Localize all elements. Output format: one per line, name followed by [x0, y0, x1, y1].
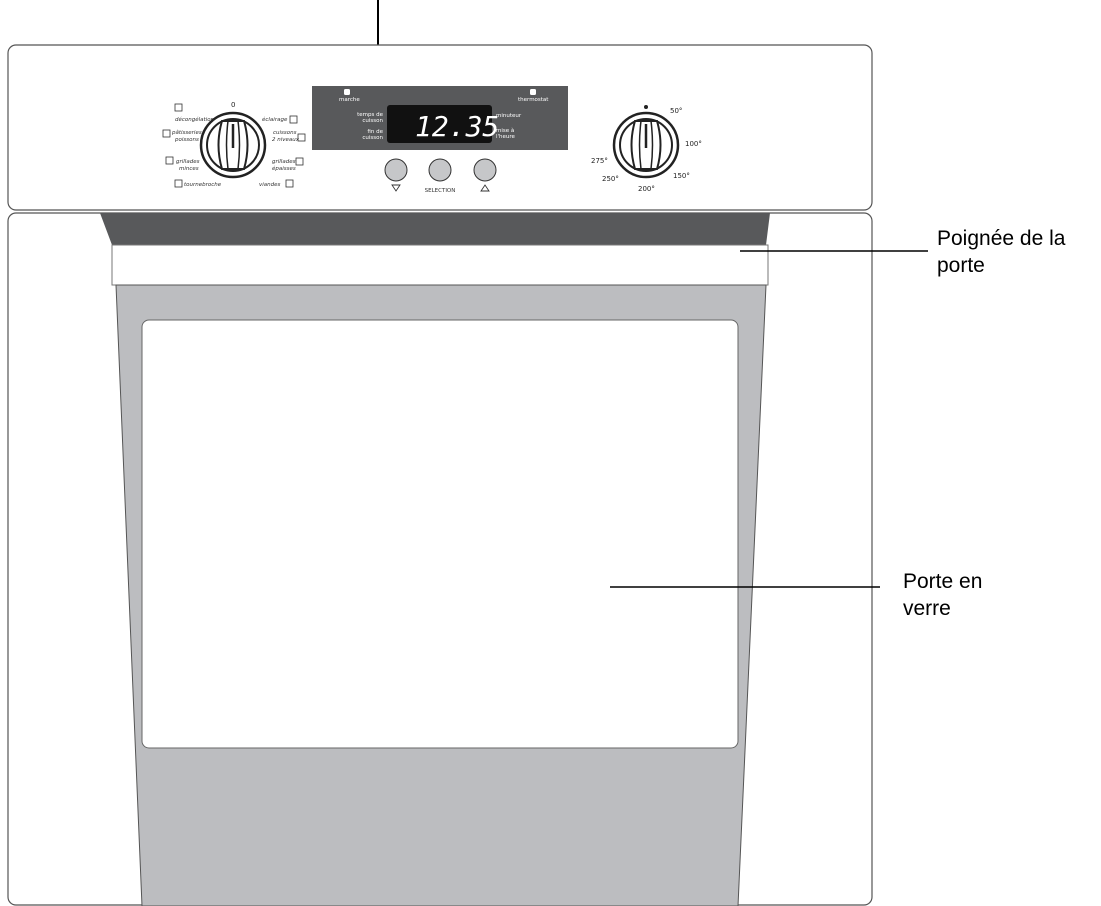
down-triangle-icon [391, 184, 401, 192]
mode-dial[interactable]: 0 décongélation éclairage pâtisseries po… [162, 101, 306, 188]
temp-label: 50° [670, 107, 682, 115]
glass-door-label: Porte en verre [903, 570, 983, 620]
up-triangle-icon [480, 184, 490, 192]
selection-label: SELECTION [425, 188, 456, 194]
marche-indicator [344, 89, 350, 95]
mode-label: cuissons [273, 130, 297, 136]
door-top-band [100, 213, 770, 245]
mode-icons [162, 103, 306, 188]
temp-label: 200° [638, 185, 655, 193]
selection-button[interactable] [428, 158, 452, 182]
marche-label: marche [339, 97, 360, 103]
mode-label: 2 niveaux [272, 137, 300, 143]
oven-window [141, 319, 739, 749]
mode-label: épaisses [272, 165, 296, 172]
lcd-screen [387, 105, 492, 143]
temp-label: 100° [685, 140, 702, 148]
display-label: fin de [367, 129, 383, 135]
dial-zero-label: 0 [231, 101, 235, 109]
display-label: cuisson [362, 135, 383, 141]
mode-label: viandes [259, 182, 281, 188]
temp-label: 150° [673, 172, 690, 180]
mode-label: grillades [272, 159, 296, 165]
thermostat-label: thermostat [518, 97, 549, 103]
mode-label: grillades [176, 159, 200, 165]
mode-label: éclairage [262, 116, 288, 123]
up-button[interactable] [473, 158, 497, 182]
door-handle-label: Poignée de la porte [937, 227, 1066, 277]
mode-label: pâtisseries [171, 129, 202, 136]
mode-label: tournebroche [184, 182, 222, 188]
display-label: temps de [357, 112, 383, 118]
temp-label: 275° [591, 157, 608, 165]
temperature-dial[interactable]: 50° 100° 150° 200° 250° 275° [591, 105, 702, 193]
clock-time: 12.35 [415, 110, 499, 143]
display-label: mise à [496, 127, 514, 134]
thermostat-indicator [530, 89, 536, 95]
display-label: minuteur [496, 113, 522, 119]
down-button[interactable] [384, 158, 408, 182]
mode-label: poissons [174, 137, 199, 143]
mode-label: minces [179, 166, 199, 172]
display-label: l'heure [496, 134, 516, 140]
temp-label: 250° [602, 175, 619, 183]
display-label: cuisson [362, 118, 383, 124]
mode-label: décongélation [175, 116, 215, 123]
door-handle[interactable] [111, 244, 769, 286]
